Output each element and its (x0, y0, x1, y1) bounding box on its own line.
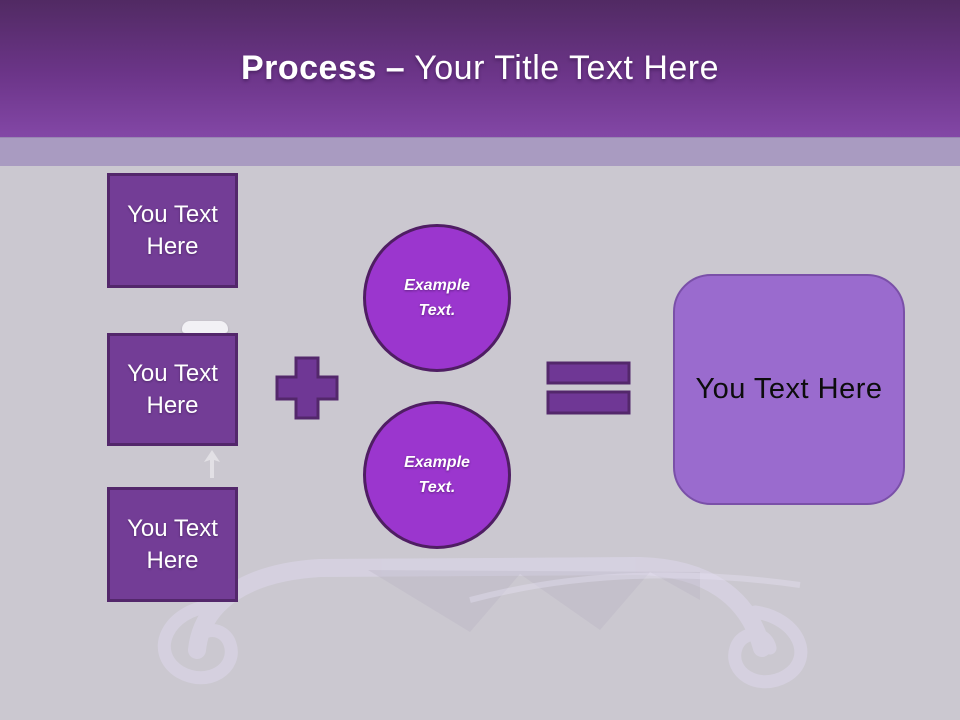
title-keyword: Process (240, 49, 377, 87)
slide-content: You Text Here You Text Here You Text Her… (0, 165, 960, 720)
page-title: Process–Your Title Text Here (241, 49, 719, 88)
process-box-3-label: You Text Here (127, 514, 218, 574)
process-box-2: You Text Here (107, 333, 238, 446)
title-dash: – (385, 49, 406, 87)
header-accent-stripe (0, 137, 960, 166)
result-box-label: You Text Here (695, 373, 883, 405)
process-box-2-label: You Text Here (127, 359, 218, 419)
plus-icon (275, 356, 339, 420)
slide-header: Process–Your Title Text Here (0, 0, 960, 137)
equals-icon (546, 361, 631, 415)
background-photo-artifact (182, 321, 228, 333)
process-box-1-label: You Text Here (127, 200, 218, 260)
example-circle-1-label: Example Text. (404, 277, 470, 319)
process-box-3: You Text Here (107, 487, 238, 602)
example-circle-2-label: Example Text. (404, 454, 470, 496)
process-box-1: You Text Here (107, 173, 238, 288)
example-circle-1: Example Text. (363, 224, 511, 372)
result-box: You Text Here (673, 274, 905, 505)
example-circle-2: Example Text. (363, 401, 511, 549)
title-subtitle: Your Title Text Here (414, 49, 720, 87)
background-arrow-artifact (204, 450, 220, 478)
